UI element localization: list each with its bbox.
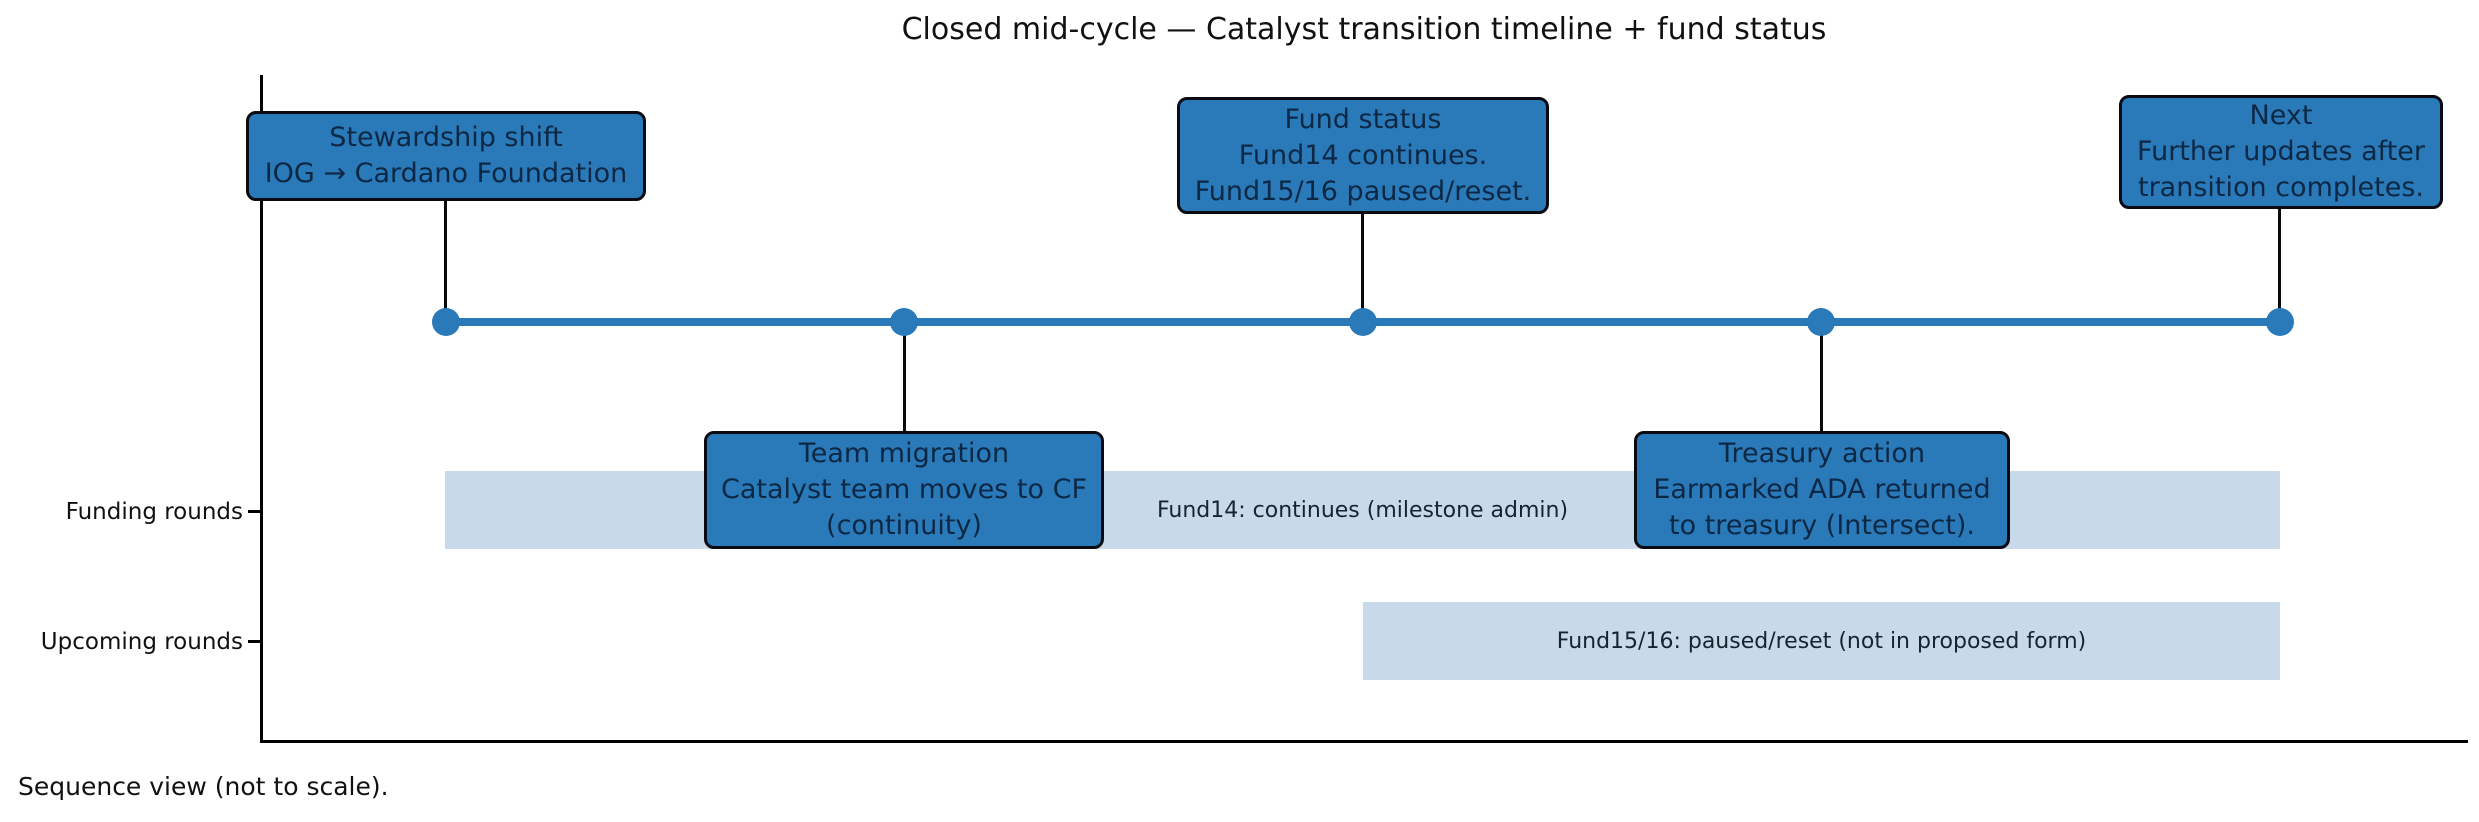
row-label-upcoming-rounds: Upcoming rounds bbox=[40, 629, 243, 655]
event-detail: (continuity) bbox=[826, 510, 982, 541]
timeline-node-team-migration bbox=[890, 308, 918, 336]
connector-stewardship-shift bbox=[444, 150, 447, 322]
event-box-next: Next Further updates after transition co… bbox=[2119, 95, 2443, 209]
event-detail: transition completes. bbox=[2138, 172, 2424, 203]
event-title: Fund status bbox=[1284, 103, 1442, 135]
gantt-bar-fund15-16: Fund15/16: paused/reset (not in proposed… bbox=[1363, 602, 2280, 680]
event-title: Team migration bbox=[798, 438, 1010, 469]
event-detail: Catalyst team moves to CF bbox=[720, 474, 1087, 505]
event-box-team-migration: Team migration Catalyst team moves to CF… bbox=[704, 431, 1104, 549]
footer-note: Sequence view (not to scale). bbox=[18, 772, 389, 801]
gantt-bar-fund14-label: Fund14: continues (milestone admin) bbox=[1156, 497, 1569, 523]
figure-title: Closed mid-cycle — Catalyst transition t… bbox=[901, 12, 1827, 47]
event-box-treasury-action: Treasury action Earmarked ADA returned t… bbox=[1634, 431, 2010, 549]
timeline-node-fund-status bbox=[1349, 308, 1377, 336]
y-axis-line bbox=[260, 75, 263, 742]
gantt-bar-fund15-16-label: Fund15/16: paused/reset (not in proposed… bbox=[1556, 628, 2087, 654]
event-box-fund-status: Fund status Fund14 continues. Fund15/16 … bbox=[1177, 97, 1549, 214]
connector-team-migration bbox=[903, 322, 906, 500]
event-detail: Fund15/16 paused/reset. bbox=[1194, 175, 1532, 207]
event-title: Treasury action bbox=[1718, 438, 1926, 469]
event-detail: Further updates after bbox=[2137, 136, 2425, 167]
connector-next bbox=[2278, 150, 2281, 322]
connector-treasury-action bbox=[1820, 322, 1823, 500]
y-tick-upcoming-rounds bbox=[248, 640, 261, 643]
timeline-node-treasury-action bbox=[1807, 308, 1835, 336]
x-axis-line bbox=[260, 740, 2468, 743]
event-detail: IOG → Cardano Foundation bbox=[264, 158, 628, 189]
event-detail: to treasury (Intersect). bbox=[1669, 510, 1975, 541]
event-title: Next bbox=[2249, 100, 2313, 131]
event-title: Stewardship shift bbox=[329, 122, 563, 153]
row-label-funding-rounds: Funding rounds bbox=[65, 499, 243, 525]
timeline-node-stewardship-shift bbox=[432, 308, 460, 336]
event-detail: Fund14 continues. bbox=[1238, 139, 1488, 171]
event-detail: Earmarked ADA returned bbox=[1653, 474, 1991, 505]
timeline-node-next bbox=[2266, 308, 2294, 336]
connector-fund-status bbox=[1361, 150, 1364, 322]
y-tick-funding-rounds bbox=[248, 510, 261, 513]
event-box-stewardship-shift: Stewardship shift IOG → Cardano Foundati… bbox=[246, 111, 646, 201]
